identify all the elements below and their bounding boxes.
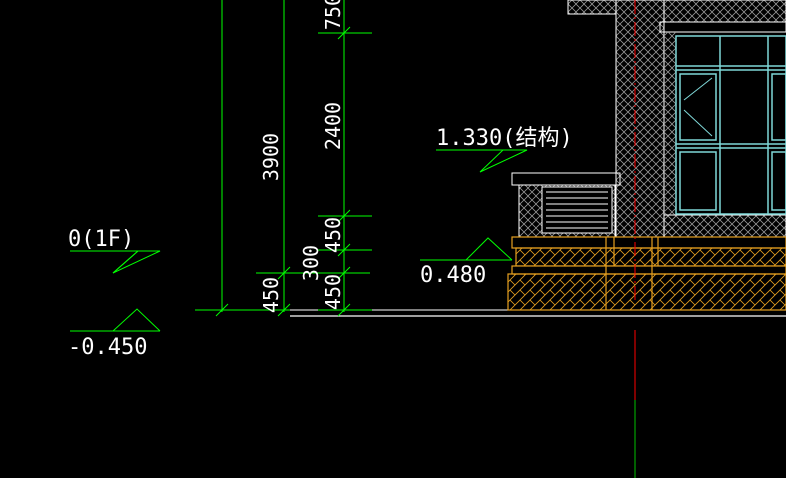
elevation-mark-step xyxy=(420,237,513,261)
dim-upper-small: 450 xyxy=(321,217,345,253)
window-frame xyxy=(675,35,786,215)
elevation-label-step: 0.480 xyxy=(420,263,486,288)
dim-top: 750 xyxy=(321,0,345,30)
dim-step-height: 300 xyxy=(299,245,323,281)
elevation-mark-ground xyxy=(70,308,161,332)
elevation-label-ground: -0.450 xyxy=(68,335,147,360)
dim-total: 3900 xyxy=(259,133,283,181)
foundation-plinth xyxy=(507,236,786,311)
ground-line xyxy=(290,309,786,317)
elevation-mark-1f xyxy=(70,250,161,274)
dimension-lines xyxy=(195,0,372,317)
elevation-mark-structure xyxy=(436,149,528,173)
dim-base-left: 450 xyxy=(259,277,283,313)
elevation-label-1f: 0(1F) xyxy=(68,227,134,252)
vent-box xyxy=(511,172,621,238)
dim-middle: 2400 xyxy=(321,102,345,150)
dim-lower-small: 450 xyxy=(321,274,345,310)
building-wall xyxy=(567,0,786,238)
elevation-label-structure: 1.330(结构) xyxy=(436,126,573,151)
